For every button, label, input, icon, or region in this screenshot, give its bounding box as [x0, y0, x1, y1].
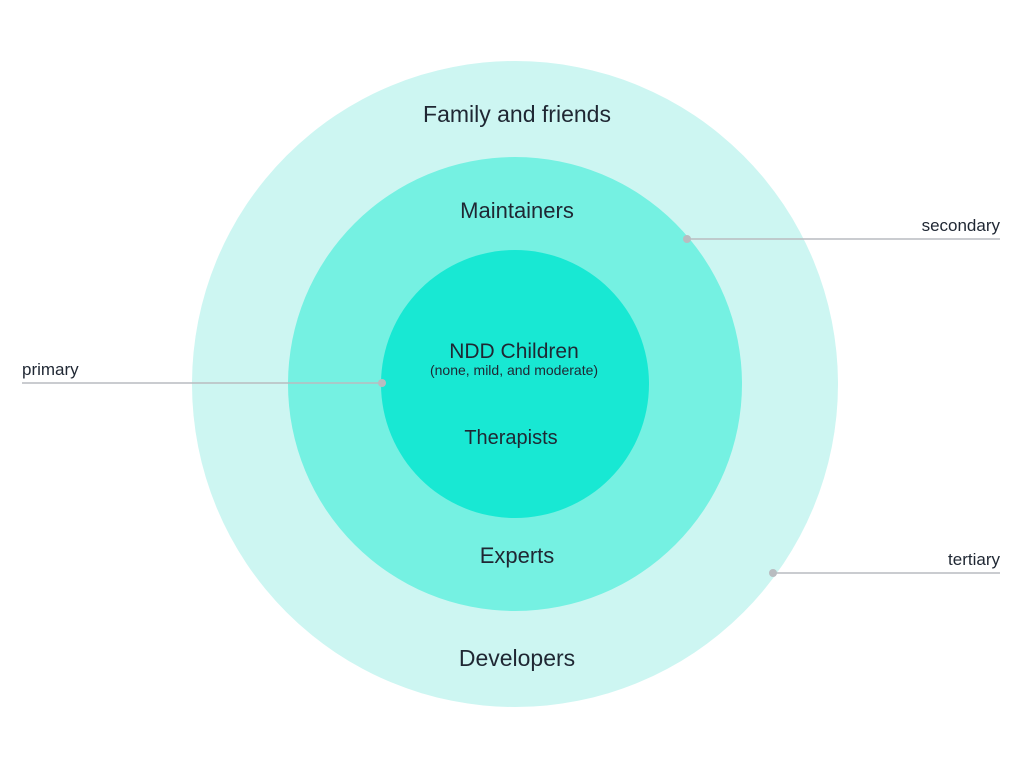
primary-leader-dot: [378, 379, 386, 387]
middle-ring-top-label: Maintainers: [460, 198, 574, 223]
inner-ring-bottom-label: Therapists: [464, 427, 557, 449]
middle-ring-bottom-label: Experts: [480, 543, 555, 568]
outer-ring-bottom-label: Developers: [459, 645, 575, 671]
inner-ring-subtitle: (none, mild, and moderate): [430, 362, 598, 378]
primary-tier-label: primary: [22, 360, 79, 379]
inner-ring-primary: [381, 250, 649, 518]
tertiary-tier-label: tertiary: [948, 550, 1000, 569]
inner-ring-title: NDD Children: [449, 340, 579, 363]
secondary-leader-dot: [683, 235, 691, 243]
tertiary-leader-dot: [769, 569, 777, 577]
outer-ring-top-label: Family and friends: [423, 101, 611, 127]
secondary-tier-label: secondary: [922, 216, 1001, 235]
